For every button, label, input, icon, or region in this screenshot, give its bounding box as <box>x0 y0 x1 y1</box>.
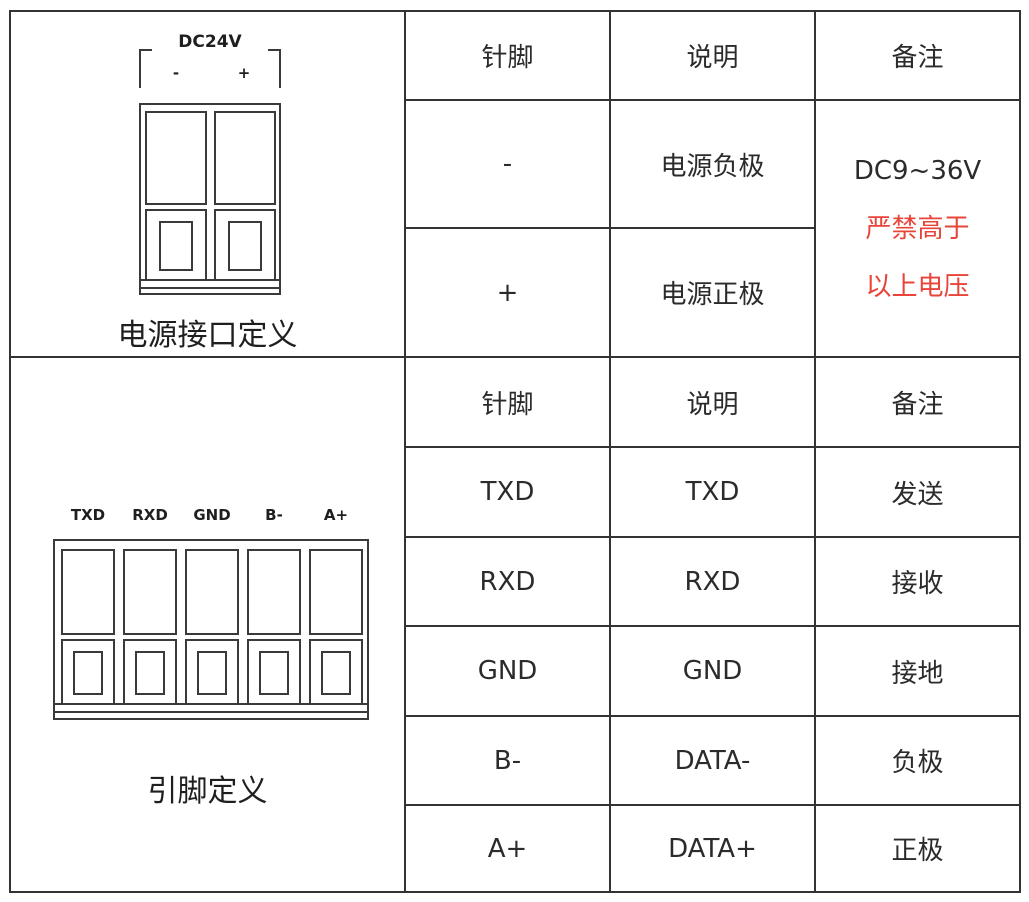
signal-header-description: 说明 <box>686 389 739 420</box>
signal-header-pin: 针脚 <box>481 389 534 420</box>
signal-row-note: 接收 <box>891 569 944 599</box>
signal-row-description: DATA+ <box>668 833 757 864</box>
signal-pin-label-gnd: GND <box>193 506 231 524</box>
power-voltage-note: DC9~36V 严禁高于 以上电压 <box>815 100 1020 357</box>
signal-row-note: 正极 <box>891 836 944 866</box>
signal-row-note: 接地 <box>891 658 944 689</box>
signal-pin-label-a-plus: A+ <box>323 506 349 524</box>
power-interface-caption: 电源接口定义 <box>117 318 298 353</box>
signal-row-note: 发送 <box>891 479 944 510</box>
power-minus-label: - <box>172 64 180 82</box>
power-plus-label: + <box>237 64 251 82</box>
signal-row-description: TXD <box>685 477 740 507</box>
signal-row-note: 负极 <box>891 748 944 778</box>
power-row-minus-description: 电源负极 <box>660 151 765 182</box>
signal-row-pin: GND <box>477 656 538 686</box>
power-row-minus-pin: - <box>502 149 513 179</box>
power-header-description: 说明 <box>686 43 739 73</box>
signal-pin-label-b-minus: B- <box>265 506 283 524</box>
power-voltage-label: DC24V <box>178 32 242 52</box>
power-header-note: 备注 <box>891 43 944 73</box>
signal-row-pin: TXD <box>480 477 535 507</box>
signal-row-pin: B- <box>493 745 522 776</box>
signal-row-description: DATA- <box>674 745 751 776</box>
power-header-pin: 针脚 <box>481 43 534 73</box>
signal-pin-label-rxd: RXD <box>132 506 168 524</box>
power-row-plus-description: 电源正极 <box>660 280 765 310</box>
signal-row-description: RXD <box>684 566 741 597</box>
signal-row-description: GND <box>682 656 743 686</box>
power-warning-line-1: 严禁高于 <box>865 213 970 244</box>
power-row-plus-pin: + <box>496 277 519 308</box>
signal-row-pin: A+ <box>487 833 528 864</box>
power-warning-line-2: 以上电压 <box>865 271 970 302</box>
power-voltage-range: DC9~36V <box>853 155 982 186</box>
signal-header-note: 备注 <box>891 389 944 420</box>
signal-row-pin: RXD <box>479 566 536 597</box>
pin-definition-caption: 引脚定义 <box>147 774 268 809</box>
signal-pin-label-txd: TXD <box>70 506 106 524</box>
